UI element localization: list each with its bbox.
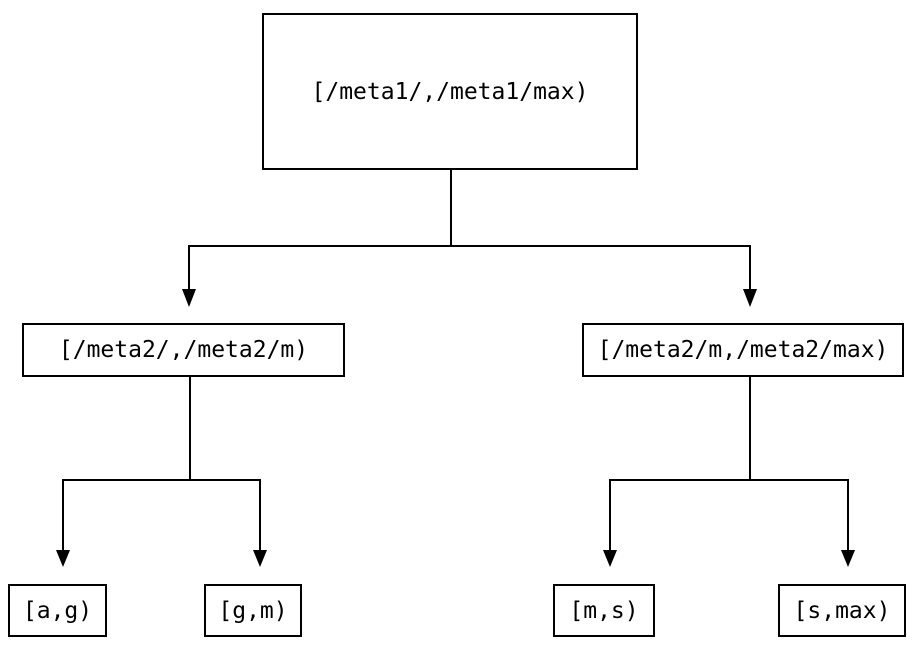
tree-node-leaf-smax-label: [s,max)	[793, 597, 891, 624]
tree-node-root-label: [/meta1/,/meta1/max)	[311, 78, 589, 105]
tree-node-meta2-low: [/meta2/,/meta2/m)	[22, 323, 345, 377]
tree-node-root: [/meta1/,/meta1/max)	[262, 13, 638, 170]
tree-node-leaf-ms-label: [m,s)	[569, 597, 639, 624]
tree-node-leaf-smax: [s,max)	[778, 584, 906, 637]
tree-node-leaf-gm: [g,m)	[204, 584, 302, 637]
arrowhead-icon	[56, 550, 70, 567]
edge-meta2-high-to-children	[603, 377, 855, 567]
tree-node-leaf-ag: [a,g)	[8, 584, 107, 637]
arrowhead-icon	[841, 550, 855, 567]
tree-node-leaf-ms: [m,s)	[553, 584, 655, 637]
tree-node-meta2-high: [/meta2/m,/meta2/max)	[582, 323, 904, 377]
arrowhead-icon	[182, 289, 196, 307]
arrowhead-icon	[253, 550, 267, 567]
edge-root-to-children	[182, 170, 757, 307]
tree-node-leaf-ag-label: [a,g)	[22, 597, 93, 624]
arrowhead-icon	[743, 289, 757, 307]
edge-meta2-low-to-children	[56, 377, 267, 567]
arrowhead-icon	[603, 550, 617, 567]
tree-node-meta2-high-label: [/meta2/m,/meta2/max)	[597, 337, 889, 363]
tree-node-meta2-low-label: [/meta2/,/meta2/m)	[58, 337, 309, 363]
tree-node-leaf-gm-label: [g,m)	[218, 597, 288, 624]
